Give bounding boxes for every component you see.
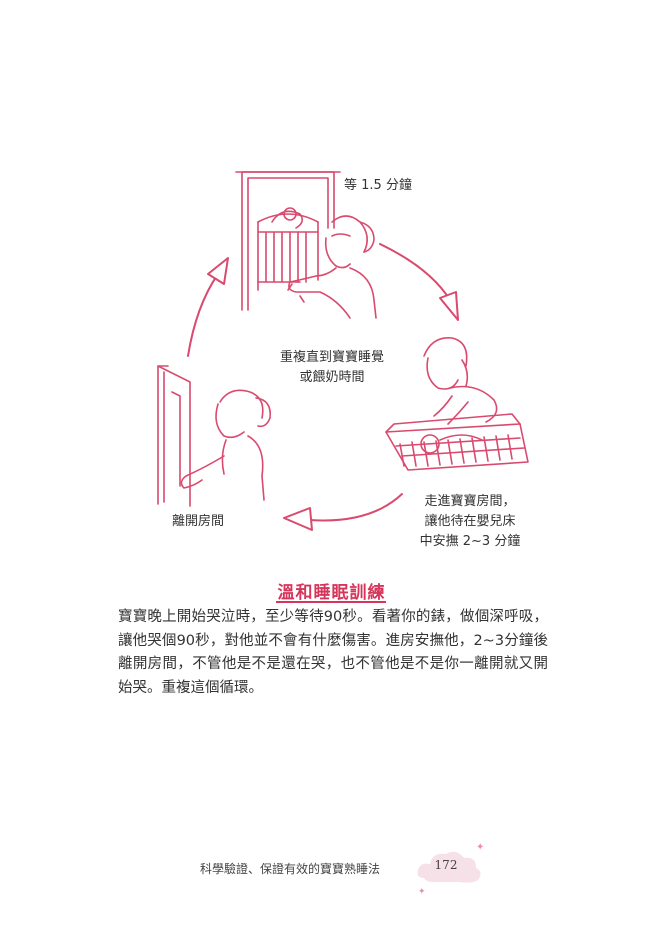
mother-at-crib-drawing: [385, 337, 529, 471]
page-number: 172: [434, 858, 458, 872]
caption-leave: 離開房間: [172, 514, 225, 529]
caption-wait: 等 1.5 分鐘: [344, 178, 412, 193]
footer-book-title: 科學驗證、保證有效的寶寶熟睡法: [200, 862, 381, 876]
caption-enter-line3: 中安撫 2~3 分鐘: [419, 534, 521, 549]
caption-enter-line2: 讓他待在嬰兒床: [424, 514, 516, 529]
star-icon: ✦: [476, 842, 484, 853]
arrow-right-down: [379, 243, 451, 301]
cycle-arrows: [187, 243, 459, 531]
section-body-paragraph: 寶寶晚上開始哭泣時，至少等待90秒。看著你的錶，做個深呼吸，讓他哭個90秒，對他…: [118, 609, 548, 696]
arrow-bottom-left: [309, 493, 403, 522]
arrow-left-up: [187, 273, 219, 357]
page-number-cloud-icon: ✦ ✦: [417, 842, 484, 897]
caption-enter-line1: 走進寶寶房間，: [424, 494, 516, 509]
caption-repeat-line1: 重複直到寶寶睡覺: [279, 350, 384, 365]
section-title: 溫和睡眠訓練: [277, 583, 386, 603]
section-body: 寶寶晚上開始哭泣時，至少等待90秒。看著你的錶，做個深呼吸，讓他哭個90秒，對他…: [118, 606, 548, 700]
section-title-underline: [276, 601, 386, 603]
door-crib-mother-drawing: [235, 171, 377, 319]
caption-repeat-line2: 或餵奶時間: [299, 370, 365, 385]
sleep-training-cycle-illustration: [157, 171, 529, 531]
mother-leaving-door-drawing: [157, 365, 272, 507]
star-icon: ✦: [418, 887, 426, 897]
